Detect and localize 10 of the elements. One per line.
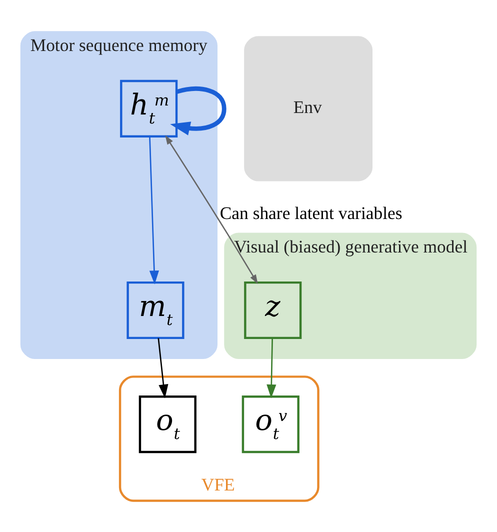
edge-label: Can share latent variables	[220, 202, 402, 223]
arrow	[149, 136, 159, 284]
arrow	[266, 338, 276, 398]
node-box: Env	[244, 36, 373, 181]
node-box: m$_{t}$	[126, 280, 184, 339]
arrow	[158, 338, 168, 398]
arrow	[165, 134, 258, 284]
arrow	[170, 86, 226, 135]
node-box: o$_{t}$	[138, 395, 196, 453]
node-box: z	[244, 280, 302, 339]
